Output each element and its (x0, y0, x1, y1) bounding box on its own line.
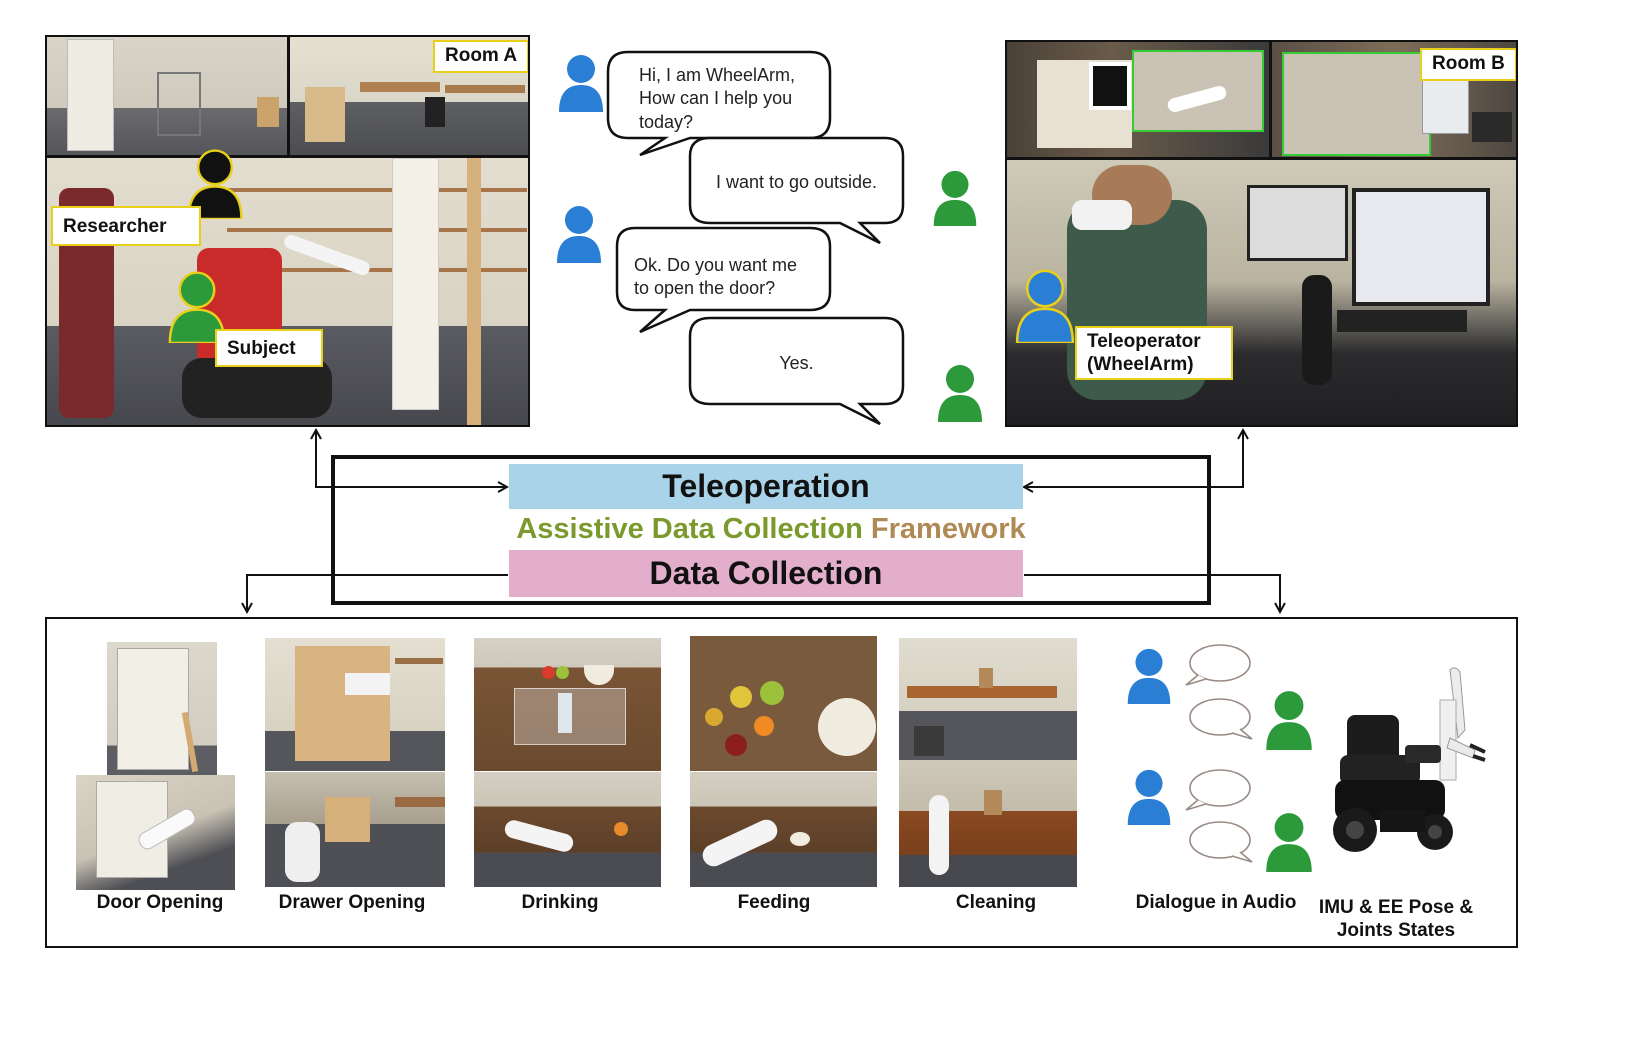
room-a-label: Room A (433, 40, 528, 73)
dialogue-bubbles (606, 50, 905, 426)
wheelchair-robot-arm-image (1333, 667, 1486, 852)
feeding-photo-1 (690, 636, 877, 771)
room-b-main-photo (1007, 160, 1516, 425)
drawer-opening-photo-1 (265, 638, 445, 771)
room-a-panel: Room A Researcher Subject (45, 35, 530, 427)
drawer-opening-photo-2 (265, 772, 445, 887)
audio-user-icon-blue-1 (1124, 646, 1174, 704)
dialogue-message-4: Yes. (779, 353, 814, 373)
room-a-photo-1 (47, 37, 287, 155)
dialogue-message-1: Hi, I am WheelArm, How can I help you to… (639, 64, 839, 134)
drawer-opening-caption: Drawer Opening (278, 892, 426, 913)
dialogue-message-3: Ok. Do you want me to open the door? (634, 254, 834, 301)
dialogue-message-1-line-1: Hi, I am WheelArm, (639, 65, 796, 85)
dialogue-message-2: I want to go outside. (715, 172, 878, 192)
room-b-panel: Room B Teleoperator (WheelArm) (1005, 40, 1518, 427)
audio-user-icon-green-2 (1262, 810, 1316, 872)
dialogue-in-audio-caption: Dialogue in Audio (1135, 892, 1297, 913)
imu-ee-pose-caption: IMU & EE Pose & Joints States (1310, 896, 1482, 942)
room-b-photo-1 (1007, 42, 1269, 157)
audio-user-icon-green-1 (1262, 688, 1316, 750)
framework-title: Assistive Data Collection Framework (333, 511, 1209, 547)
dialogue-message-1-line-3: today? (639, 111, 694, 132)
drinking-caption: Drinking (521, 892, 599, 913)
drinking-photo-1 (474, 638, 661, 771)
cleaning-caption: Cleaning (955, 892, 1037, 913)
imu-ee-pose-caption-line-1: IMU & EE Pose & (1318, 897, 1474, 918)
feeding-caption: Feeding (737, 892, 811, 913)
door-opening-photo-2 (76, 775, 235, 890)
cleaning-photo-1 (899, 638, 1077, 760)
feeding-photo-2 (690, 772, 877, 887)
cleaning-photo-2 (899, 760, 1077, 887)
teleoperation-bar: Teleoperation (509, 464, 1023, 509)
teleoperator-label-line-1: Teleoperator (1087, 331, 1201, 352)
dialogue-message-3-line-2: to open the door? (634, 278, 776, 299)
researcher-label: Researcher (51, 206, 201, 246)
audio-speech-bubbles (1185, 644, 1253, 863)
door-opening-photo-1 (107, 642, 217, 775)
room-b-label: Room B (1420, 48, 1516, 81)
teleoperator-label: Teleoperator (WheelArm) (1075, 326, 1233, 380)
subject-label: Subject (215, 329, 323, 367)
drinking-photo-2 (474, 772, 661, 887)
framework-title-part-2: Framework (870, 513, 1026, 545)
audio-user-icon-blue-2 (1124, 767, 1174, 825)
dialogue-message-3-line-1: Ok. Do you want me (634, 255, 798, 275)
data-collection-bar: Data Collection (509, 550, 1023, 597)
teleoperator-label-line-2: (WheelArm) (1087, 353, 1194, 375)
imu-ee-pose-caption-line-2: Joints States (1336, 920, 1456, 941)
room-a-main-photo (47, 158, 528, 425)
framework-title-part-1: Assistive Data Collection (516, 513, 871, 545)
door-opening-caption: Door Opening (96, 892, 224, 913)
dialogue-message-1-line-2: How can I help you (639, 88, 793, 109)
